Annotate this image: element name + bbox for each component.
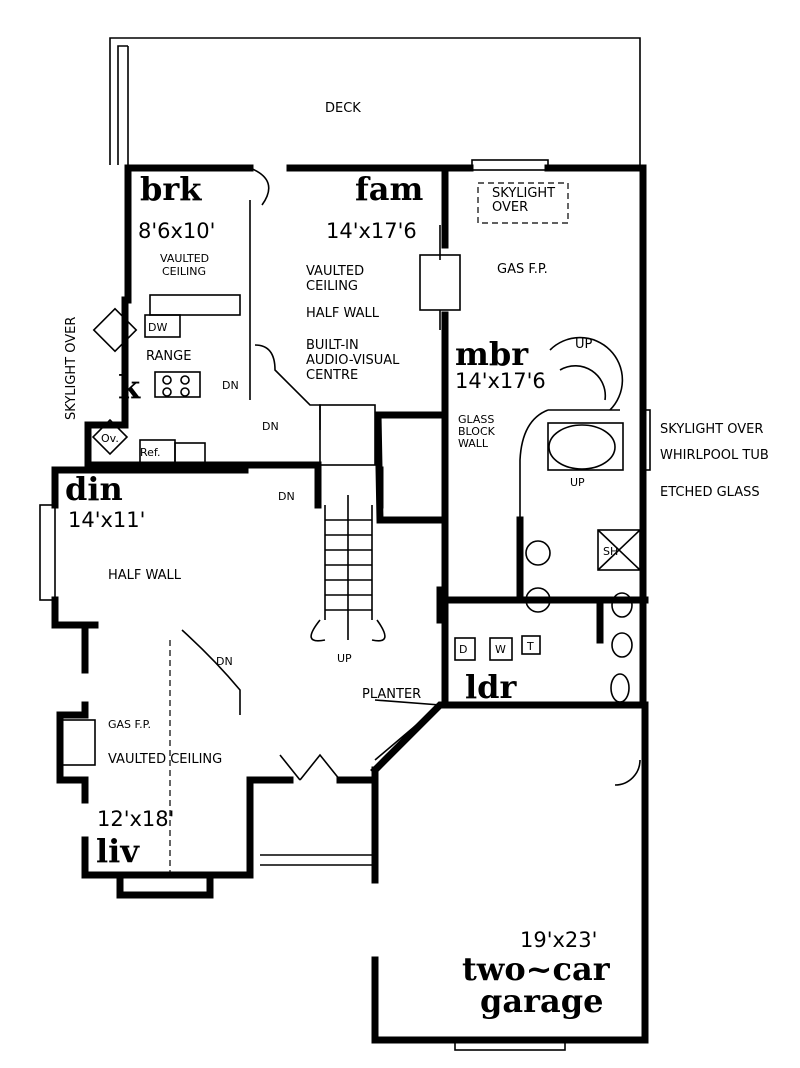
shower-label: SH [603, 545, 618, 558]
mbr-skylight-note-2: OVER [492, 200, 528, 215]
range-label: RANGE [146, 349, 191, 364]
room-fam-name: fam [355, 170, 424, 208]
dryer-label: D [459, 643, 467, 656]
fam-half-wall-note: HALF WALL [306, 306, 380, 321]
room-liv-name: liv [96, 832, 140, 870]
room-liv-size: 12'x18' [97, 807, 174, 831]
room-k-name: k [118, 368, 141, 406]
liv-dn-label: DN [216, 655, 233, 668]
room-brk-size: 8'6x10' [138, 219, 215, 243]
stair-dn-label: DN [278, 490, 295, 503]
deck [109, 37, 641, 165]
planter-label: PLANTER [362, 687, 421, 702]
room-din-size: 14'x11' [68, 508, 145, 532]
etched-glass-note: ETCHED GLASS [660, 485, 760, 500]
din-half-wall-note: HALF WALL [108, 568, 182, 583]
builtin-note-3: CENTRE [306, 368, 358, 383]
mbr-gas-fp-note: GAS F.P. [497, 262, 548, 277]
walls [51, 164, 649, 1044]
room-mbr-name: mbr [455, 335, 529, 373]
whirlpool-note: WHIRLPOOL TUB [660, 448, 769, 463]
oven-label: Ov. [101, 432, 119, 445]
bath-skylight-note: SKYLIGHT OVER [660, 422, 763, 437]
room-garage-name-2: garage [480, 982, 603, 1020]
liv-vaulted-note: VAULTED CEILING [108, 752, 222, 767]
ref-label: Ref. [140, 446, 161, 459]
brk-ceiling-note: CEILING [162, 265, 206, 278]
glass-block-note-1: GLASS [458, 413, 494, 426]
stair-up-label: UP [337, 652, 352, 665]
washer-label: W [495, 643, 506, 656]
room-ldr-name: ldr [465, 668, 518, 706]
glass-block-note-3: WALL [458, 437, 489, 450]
room-din-name: din [65, 470, 123, 508]
brk-vaulted-note: VAULTED [160, 252, 209, 265]
builtin-note-2: AUDIO-VISUAL [306, 353, 400, 368]
bath-up-label: UP [570, 476, 585, 489]
liv-gas-fp-note: GAS F.P. [108, 718, 151, 731]
builtin-note-1: BUILT-IN [306, 338, 359, 353]
fam-vaulted-note: VAULTED [306, 264, 364, 279]
fam-ceiling-note: CEILING [306, 279, 358, 294]
room-garage-name-1: two~car [462, 950, 611, 988]
deck-label: DECK [325, 101, 361, 116]
kitchen-skylight-note: SKYLIGHT OVER [64, 317, 79, 420]
room-mbr-size: 14'x17'6 [455, 369, 546, 393]
room-brk-name: brk [140, 170, 202, 208]
glass-block-note-2: BLOCK [458, 425, 496, 438]
room-fam-size: 14'x17'6 [326, 219, 417, 243]
spiral-up-label: UP [575, 337, 593, 352]
room-garage-size: 19'x23' [520, 928, 597, 952]
hall-dn-label: DN [262, 420, 279, 433]
tub-label: T [526, 640, 534, 653]
mbr-skylight-note-1: SKYLIGHT [492, 186, 555, 201]
fixtures [39, 159, 651, 1051]
dw-label: DW [148, 321, 167, 334]
kitchen-dn-label: DN [222, 379, 239, 392]
